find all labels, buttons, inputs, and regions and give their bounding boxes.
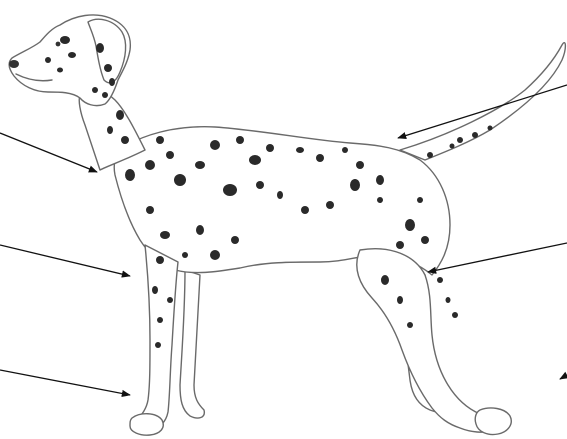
dog-spot	[45, 57, 51, 63]
dog-spot	[57, 68, 63, 73]
dog-spot	[446, 297, 451, 303]
dog-spot	[166, 151, 174, 159]
dog-front-paw	[130, 414, 163, 435]
dog-spot	[488, 126, 493, 131]
dog-spot	[210, 250, 220, 260]
dog-spot	[152, 286, 158, 294]
dog-spot	[457, 137, 463, 143]
dog-spot	[146, 206, 154, 214]
dog-spot	[195, 161, 205, 169]
dog-spot	[381, 275, 389, 285]
dog-spot	[231, 236, 239, 244]
arrow-to-front-paw	[0, 370, 130, 395]
dog-spot	[266, 144, 274, 152]
dog-spot	[145, 160, 155, 170]
dog-spot	[316, 154, 324, 162]
arrow-to-hind-thigh	[428, 243, 567, 272]
dog-spot	[96, 43, 104, 53]
dog-spot	[121, 136, 129, 144]
dog-spot	[160, 231, 170, 239]
dog-spot	[107, 126, 113, 134]
dog-spot	[60, 36, 70, 44]
dog-spot	[417, 197, 423, 203]
dog-eye	[56, 42, 61, 47]
dog-spot	[326, 201, 334, 209]
dog-spot	[450, 144, 455, 149]
dog-spot	[156, 136, 164, 144]
dog-spot	[256, 181, 264, 189]
dog-spot	[427, 152, 433, 158]
dog-spot	[377, 197, 383, 203]
dog-front-leg-near	[134, 245, 178, 431]
dog-spot	[350, 179, 360, 191]
dog-front-leg-far	[180, 270, 204, 418]
dog-hind-paw	[475, 408, 511, 435]
dog-spot	[356, 161, 364, 169]
dog-spot	[104, 64, 112, 72]
dog-spot	[102, 92, 108, 98]
dog-spot	[125, 169, 135, 181]
arrow-to-hind-paw	[560, 375, 567, 379]
dog-spot	[376, 175, 384, 185]
dog-spot	[68, 52, 76, 58]
dog-spot	[156, 256, 164, 264]
dog-spot	[437, 277, 443, 283]
dog-tail	[400, 43, 565, 160]
dog-spot	[109, 78, 115, 86]
dog-spot	[196, 225, 204, 235]
dog-spot	[407, 322, 413, 328]
dog-spot	[236, 136, 244, 144]
arrow-to-neck	[0, 133, 97, 172]
dog-nose	[9, 60, 19, 68]
dog-spot	[92, 87, 98, 93]
dog-spot	[174, 174, 186, 186]
dog-spot	[296, 147, 304, 153]
dog-spot	[342, 147, 348, 153]
arrow-to-chest	[0, 245, 130, 276]
dog-spot	[421, 236, 429, 244]
dog-spot	[157, 317, 163, 323]
dog-spot	[167, 297, 173, 303]
dog-spot	[249, 155, 261, 165]
dog-spot	[277, 191, 283, 199]
dog-spot	[210, 140, 220, 150]
dog-illustration	[9, 15, 565, 435]
dog-spot	[116, 110, 124, 120]
dog-spot	[155, 342, 161, 348]
dog-spot	[405, 219, 415, 231]
dog-spot	[397, 296, 403, 304]
dog-spot	[472, 132, 478, 138]
dog-spot	[223, 184, 237, 196]
dog-spot	[301, 206, 309, 214]
dog-spot	[182, 252, 188, 258]
dog-spot	[396, 241, 404, 249]
dog-spot	[452, 312, 458, 318]
